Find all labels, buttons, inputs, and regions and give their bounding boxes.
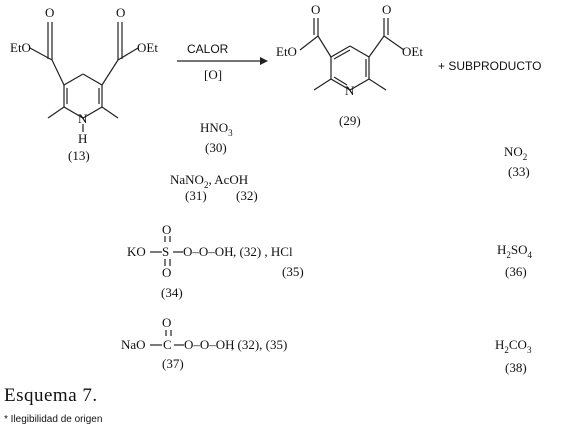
- product-ester-right: OEt: [402, 44, 423, 59]
- arrow-below-text: [O]: [204, 67, 222, 82]
- byproduct-h2so4: H2SO4 (36): [497, 242, 533, 279]
- nano2-sub: 2: [204, 180, 209, 190]
- byproduct-h2co3: H2CO3 (38): [495, 337, 532, 375]
- reagent-nano2: NaNO2, AcOH (31) (32): [170, 172, 258, 203]
- product-carbonyl-o-right: O: [382, 2, 391, 17]
- h2so4-h-sub: 2: [506, 250, 511, 260]
- hno3-formula: HNO: [200, 120, 228, 135]
- h2co3-label: (38): [505, 360, 527, 375]
- nano2-acoh: , AcOH: [208, 172, 248, 187]
- h2co3-co: CO: [509, 337, 527, 352]
- reactant-ester-left: EtO: [10, 40, 31, 55]
- persulfate-s: S: [162, 244, 169, 259]
- percarbonate-nao: NaO: [121, 337, 146, 352]
- arrow-head: [260, 57, 268, 65]
- reactant-label: (13): [68, 148, 90, 163]
- figure-caption: Esquema 7.: [4, 385, 98, 406]
- reagent-persulfate: KO S O O O–O–OH , (32) , HCl (34) (35): [127, 222, 304, 300]
- h2so4-so-sub: 4: [528, 250, 533, 260]
- reagent-percarbonate: NaO C O O–O–OH , (32), (35) (37): [121, 315, 287, 371]
- no2-formula: NO: [504, 144, 523, 159]
- persulfate-label-35: (35): [282, 264, 304, 279]
- product-carbonyl-o-left: O: [311, 2, 320, 17]
- h2co3-h: H: [495, 337, 504, 352]
- reactant-13: O O EtO OEt N H (13): [10, 5, 158, 163]
- product-ring-n: N: [345, 83, 355, 98]
- percarbonate-extra: , (32), (35): [231, 337, 287, 352]
- h2so4-so: SO: [511, 242, 528, 257]
- reaction-arrow: CALOR [O]: [177, 42, 268, 82]
- reactant-h: H: [78, 131, 87, 146]
- figure-footnote: * Ilegibilidad de origen: [4, 414, 103, 425]
- hno3-label: (30): [205, 140, 227, 155]
- arrow-above-text: CALOR: [187, 42, 229, 56]
- product-29: O O EtO OEt N (29): [276, 2, 423, 128]
- hno3-sub: 3: [228, 128, 233, 138]
- reagent-hno3: HNO3 (30): [200, 120, 233, 155]
- product-ester-left: EtO: [276, 44, 297, 59]
- svg-text:H2CO3: H2CO3: [495, 337, 532, 355]
- percarbonate-o-top: O: [162, 315, 171, 330]
- byproduct-plus-text: + SUBPRODUCTO: [438, 59, 541, 73]
- nano2-formula: NaNO: [170, 172, 204, 187]
- reactant-carbonyl-o-right: O: [116, 5, 125, 20]
- persulfate-label-34: (34): [161, 285, 183, 300]
- svg-text:NaNO2, AcOH: NaNO2, AcOH: [170, 172, 248, 190]
- h2so4-label: (36): [505, 264, 527, 279]
- reactant-ester-right: OEt: [137, 40, 158, 55]
- nano2-label-31: (31): [185, 188, 207, 203]
- h2so4-h: H: [497, 242, 506, 257]
- percarbonate-label: (37): [162, 356, 184, 371]
- persulfate-ko: KO: [127, 244, 146, 259]
- svg-text:HNO3: HNO3: [200, 120, 233, 138]
- svg-text:H2SO4: H2SO4: [497, 242, 533, 260]
- no2-sub: 2: [523, 152, 528, 162]
- persulfate-extra: , (32) , HCl: [233, 244, 293, 259]
- reactant-n: N: [78, 111, 88, 126]
- reactant-carbonyl-o-left: O: [45, 5, 54, 20]
- nano2-label-32: (32): [236, 188, 258, 203]
- persulfate-chain: O–O–OH: [183, 244, 234, 259]
- percarbonate-c: C: [163, 337, 172, 352]
- persulfate-o-top: O: [162, 222, 171, 237]
- persulfate-o-bottom: O: [162, 265, 171, 280]
- svg-text:NO2: NO2: [504, 144, 527, 162]
- no2-label: (33): [508, 164, 530, 179]
- h2co3-co-sub: 3: [527, 345, 532, 355]
- product-label: (29): [339, 113, 361, 128]
- percarbonate-chain: O–O–OH: [184, 337, 235, 352]
- h2co3-h-sub: 2: [504, 345, 509, 355]
- byproduct-no2: NO2 (33): [504, 144, 530, 179]
